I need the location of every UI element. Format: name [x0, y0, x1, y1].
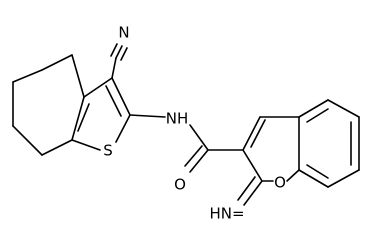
molecule-canvas: N NH S O O HN=: [12, 23, 360, 223]
amide-nh-label: NH: [166, 110, 189, 128]
bond: [41, 139, 73, 156]
bond: [129, 114, 166, 118]
bond: [250, 119, 266, 148]
bond: [327, 99, 360, 118]
nitrile-n-label: N: [118, 24, 129, 42]
amide-o-label: O: [174, 176, 186, 194]
structure-diagram: N NH S O O HN=: [12, 24, 360, 223]
bond: [111, 57, 117, 79]
bond: [71, 96, 85, 141]
bond: [189, 149, 209, 173]
bond: [184, 145, 203, 167]
bond: [242, 116, 261, 151]
nitrile-group: [110, 43, 128, 79]
bond: [111, 77, 131, 116]
bond: [243, 180, 263, 206]
amide-linker: [129, 114, 244, 173]
bond: [286, 169, 300, 182]
bond: [298, 99, 329, 118]
pyran-ring: [242, 116, 300, 182]
bond: [115, 45, 123, 59]
bond: [298, 169, 329, 188]
bond: [327, 169, 360, 188]
bond: [242, 149, 263, 182]
bond: [110, 43, 118, 57]
bond: [12, 69, 43, 83]
bond: [12, 125, 43, 156]
bond: [115, 114, 131, 143]
imine-group: [237, 176, 263, 206]
cyclohexane-ring: [12, 54, 85, 156]
bond: [120, 47, 128, 61]
ring-o-label: O: [274, 174, 286, 192]
bond: [83, 77, 113, 98]
imine-label: HN=: [209, 205, 244, 223]
bond: [237, 176, 256, 201]
thiophene-ring: [71, 77, 131, 151]
bond: [71, 54, 85, 98]
bond: [77, 103, 90, 132]
bond: [306, 164, 329, 179]
bond: [41, 54, 73, 71]
bond: [105, 85, 122, 117]
thiophene-s-label: S: [103, 142, 113, 160]
bond: [71, 139, 101, 151]
bond: [306, 108, 329, 123]
benzene-ring: [298, 99, 360, 188]
bond: [189, 124, 209, 151]
